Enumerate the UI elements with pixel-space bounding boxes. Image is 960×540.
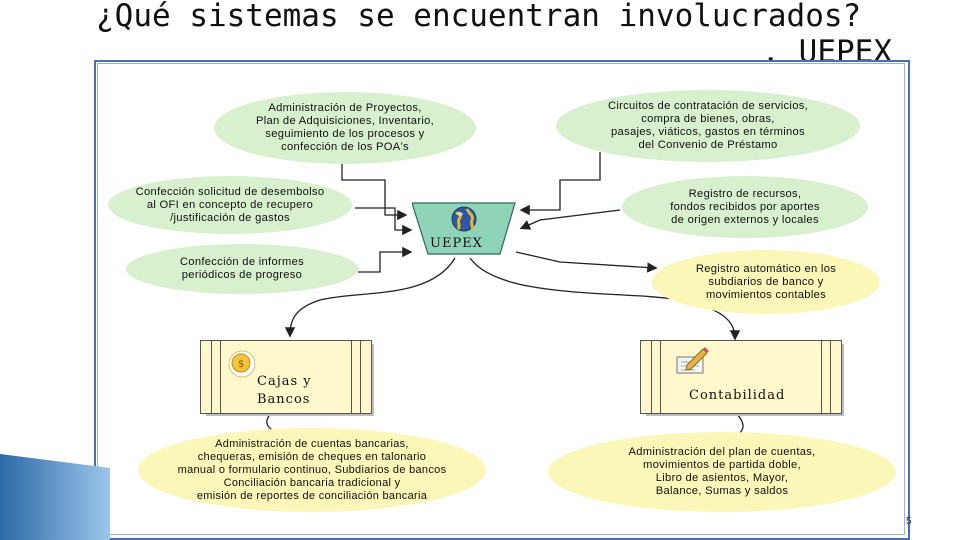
svg-text:$: $ [238,359,244,370]
ellipse-desembolso: Confección solicitud de desembolso al OF… [108,176,352,234]
ellipse-circuitos: Circuitos de contratación de servicios, … [556,90,860,162]
connector-registro-recursos [519,209,621,230]
ellipse-admin-plan: Administración del plan de cuentas, movi… [548,432,896,512]
uepex-label: UEPEX [430,236,483,251]
ellipse-registro-auto: Registro automático en los subdiarios de… [652,250,880,314]
box-cajas-label: Cajas y Bancos [257,374,312,407]
ellipse-admin-cuentas: Administración de cuentas bancarias, che… [138,428,486,512]
globe-icon [451,206,477,232]
ellipse-informes: Confección de informes periódicos de pro… [126,244,358,294]
connector-informes [358,246,413,273]
connector-cajas [284,257,456,338]
diagram-frame-inner [97,63,905,535]
notepad-pencil-icon [676,347,709,374]
connector-admin-proyectos [341,162,408,221]
connector-contabilidad [469,257,741,341]
connector-desembolso [355,207,413,236]
connector-registro-auto [515,251,658,273]
box-cajas-bancos: $ Cajas y Bancos [200,340,372,414]
uepex-node [412,202,516,255]
ellipse-admin-proyectos: Administración de Proyectos, Plan de Adq… [214,92,476,164]
box-contabilidad-label: Contabilidad [689,388,786,403]
ellipse-registro-recursos: Registro de recursos, fondos recibidos p… [622,176,868,238]
connector-circuitos [519,152,601,216]
coin-icon: $ [228,350,256,378]
page-title: ¿Qué sistemas se encuentran involucrados… [96,0,862,34]
box-contabilidad: Contabilidad [640,340,842,414]
page-number: 5 [906,516,912,527]
decorative-corner-shape [0,454,110,540]
